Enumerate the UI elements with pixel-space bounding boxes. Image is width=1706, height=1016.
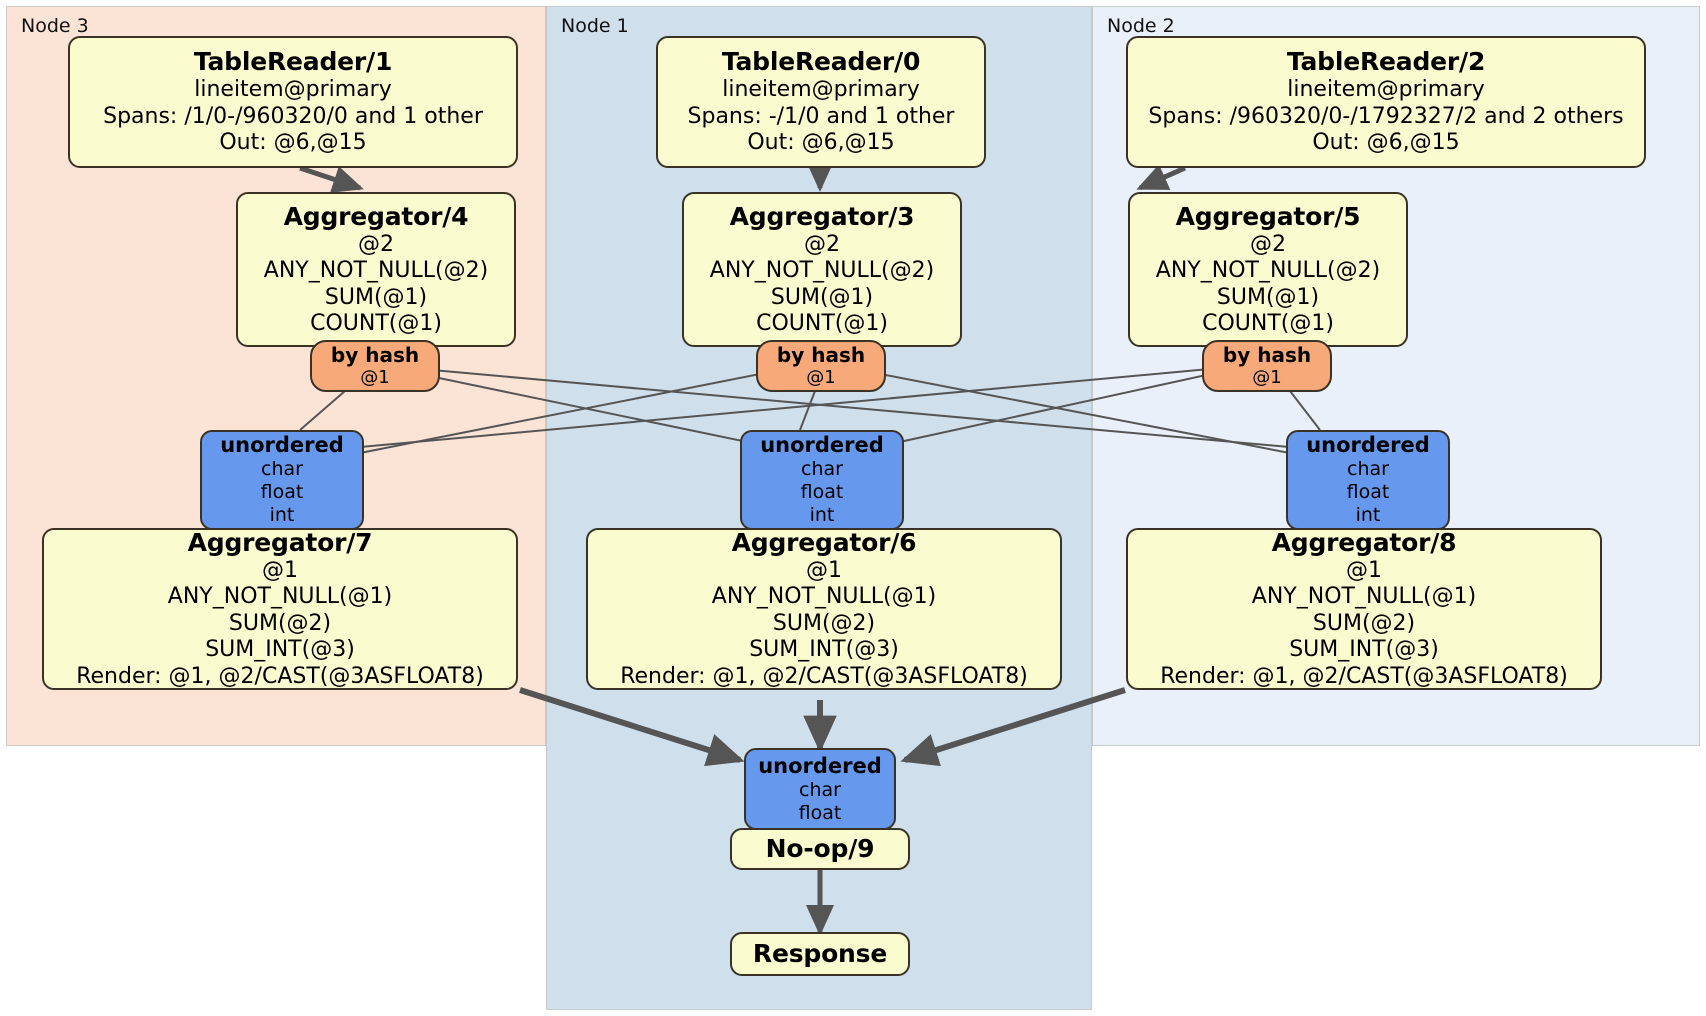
router-title: by hash xyxy=(776,343,866,368)
processor-detail-line: SUM(@2) xyxy=(228,610,332,636)
processor-detail-line: Render: @1, @2/CAST(@3ASFLOAT8) xyxy=(620,663,1028,689)
synchronizer-type-line: float xyxy=(798,801,842,824)
processor-tablereader-1[interactable]: TableReader/1 lineitem@primary Spans: /1… xyxy=(68,36,518,168)
synchronizer-type-line: int xyxy=(809,503,835,526)
processor-detail-line: Render: @1, @2/CAST(@3ASFLOAT8) xyxy=(76,663,484,689)
router-detail-line: @1 xyxy=(806,367,836,389)
synchronizer-type-line: char xyxy=(801,458,843,481)
processor-tablereader-0[interactable]: TableReader/0 lineitem@primary Spans: -/… xyxy=(656,36,986,168)
processor-detail-line: @2 xyxy=(358,231,394,257)
processor-title: Aggregator/8 xyxy=(1271,528,1457,558)
processor-response[interactable]: Response xyxy=(730,932,910,976)
processor-title: Aggregator/3 xyxy=(729,201,915,231)
processor-detail-line: lineitem@primary xyxy=(194,77,392,103)
processor-detail-line: Spans: -/1/0 and 1 other xyxy=(687,103,955,129)
processor-detail-line: Out: @6,@15 xyxy=(747,130,895,156)
processor-detail-line: Spans: /960320/0-/1792327/2 and 2 others xyxy=(1148,103,1624,129)
synchronizer-unordered-left[interactable]: unordered char float int xyxy=(200,430,364,530)
synchronizer-type-line: float xyxy=(1346,481,1390,504)
processor-title: Aggregator/6 xyxy=(731,528,917,558)
router-title: by hash xyxy=(330,343,420,368)
processor-detail-line: ANY_NOT_NULL(@1) xyxy=(167,584,393,610)
processor-detail-line: SUM(@1) xyxy=(770,284,874,310)
processor-detail-line: SUM(@1) xyxy=(1216,284,1320,310)
processor-detail-line: ANY_NOT_NULL(@1) xyxy=(711,584,937,610)
processor-detail-line: Out: @6,@15 xyxy=(219,130,367,156)
synchronizer-unordered-right[interactable]: unordered char float int xyxy=(1286,430,1450,530)
processor-detail-line: ANY_NOT_NULL(@1) xyxy=(1251,584,1477,610)
synchronizer-type-line: char xyxy=(799,778,841,801)
node-panel-label-node3: Node 3 xyxy=(21,15,89,37)
synchronizer-title: unordered xyxy=(220,433,344,458)
processor-detail-line: SUM_INT(@3) xyxy=(205,637,355,663)
processor-detail-line: SUM_INT(@3) xyxy=(749,637,899,663)
synchronizer-unordered-middle[interactable]: unordered char float int xyxy=(740,430,904,530)
processor-detail-line: SUM(@2) xyxy=(772,610,876,636)
processor-title: Aggregator/7 xyxy=(187,528,373,558)
processor-detail-line: @2 xyxy=(1250,231,1286,257)
router-by-hash-middle[interactable]: by hash @1 xyxy=(756,340,886,392)
processor-no-op-9[interactable]: No-op/9 xyxy=(730,828,910,870)
processor-detail-line: SUM(@2) xyxy=(1312,610,1416,636)
processor-title: TableReader/0 xyxy=(721,47,921,77)
processor-title: Response xyxy=(752,939,888,968)
processor-aggregator-3[interactable]: Aggregator/3 @2 ANY_NOT_NULL(@2) SUM(@1)… xyxy=(682,192,962,347)
processor-aggregator-7[interactable]: Aggregator/7 @1 ANY_NOT_NULL(@1) SUM(@2)… xyxy=(42,528,518,690)
processor-detail-line: COUNT(@1) xyxy=(756,310,888,336)
processor-detail-line: lineitem@primary xyxy=(722,77,920,103)
processor-detail-line: Out: @6,@15 xyxy=(1312,130,1460,156)
processor-detail-line: Render: @1, @2/CAST(@3ASFLOAT8) xyxy=(1160,663,1568,689)
processor-detail-line: ANY_NOT_NULL(@2) xyxy=(709,258,935,284)
processor-detail-line: ANY_NOT_NULL(@2) xyxy=(1155,258,1381,284)
synchronizer-unordered-final[interactable]: unordered char float xyxy=(744,748,896,830)
processor-detail-line: SUM(@1) xyxy=(324,284,428,310)
processor-detail-line: COUNT(@1) xyxy=(310,310,442,336)
processor-detail-line: @1 xyxy=(806,558,842,584)
synchronizer-title: unordered xyxy=(758,753,882,778)
processor-aggregator-5[interactable]: Aggregator/5 @2 ANY_NOT_NULL(@2) SUM(@1)… xyxy=(1128,192,1408,347)
processor-aggregator-6[interactable]: Aggregator/6 @1 ANY_NOT_NULL(@1) SUM(@2)… xyxy=(586,528,1062,690)
node-panel-label-node1: Node 1 xyxy=(561,15,629,37)
processor-detail-line: @2 xyxy=(804,231,840,257)
processor-title: Aggregator/4 xyxy=(283,201,469,231)
processor-detail-line: @1 xyxy=(262,558,298,584)
synchronizer-title: unordered xyxy=(760,433,884,458)
router-by-hash-right[interactable]: by hash @1 xyxy=(1202,340,1332,392)
processor-title: Aggregator/5 xyxy=(1175,201,1361,231)
processor-title: TableReader/2 xyxy=(1286,47,1486,77)
node-panel-label-node2: Node 2 xyxy=(1107,15,1175,37)
router-detail-line: @1 xyxy=(360,367,390,389)
processor-title: No-op/9 xyxy=(765,834,875,863)
processor-title: TableReader/1 xyxy=(193,47,393,77)
processor-aggregator-8[interactable]: Aggregator/8 @1 ANY_NOT_NULL(@1) SUM(@2)… xyxy=(1126,528,1602,690)
processor-detail-line: ANY_NOT_NULL(@2) xyxy=(263,258,489,284)
synchronizer-type-line: char xyxy=(1347,458,1389,481)
synchronizer-type-line: int xyxy=(269,503,295,526)
synchronizer-type-line: float xyxy=(800,481,844,504)
processor-detail-line: Spans: /1/0-/960320/0 and 1 other xyxy=(103,103,483,129)
synchronizer-title: unordered xyxy=(1306,433,1430,458)
processor-detail-line: lineitem@primary xyxy=(1287,77,1485,103)
processor-aggregator-4[interactable]: Aggregator/4 @2 ANY_NOT_NULL(@2) SUM(@1)… xyxy=(236,192,516,347)
synchronizer-type-line: int xyxy=(1355,503,1381,526)
processor-detail-line: COUNT(@1) xyxy=(1202,310,1334,336)
synchronizer-type-line: char xyxy=(261,458,303,481)
router-by-hash-left[interactable]: by hash @1 xyxy=(310,340,440,392)
synchronizer-type-line: float xyxy=(260,481,304,504)
router-title: by hash xyxy=(1222,343,1312,368)
processor-tablereader-2[interactable]: TableReader/2 lineitem@primary Spans: /9… xyxy=(1126,36,1646,168)
processor-detail-line: @1 xyxy=(1346,558,1382,584)
router-detail-line: @1 xyxy=(1252,367,1282,389)
processor-detail-line: SUM_INT(@3) xyxy=(1289,637,1439,663)
